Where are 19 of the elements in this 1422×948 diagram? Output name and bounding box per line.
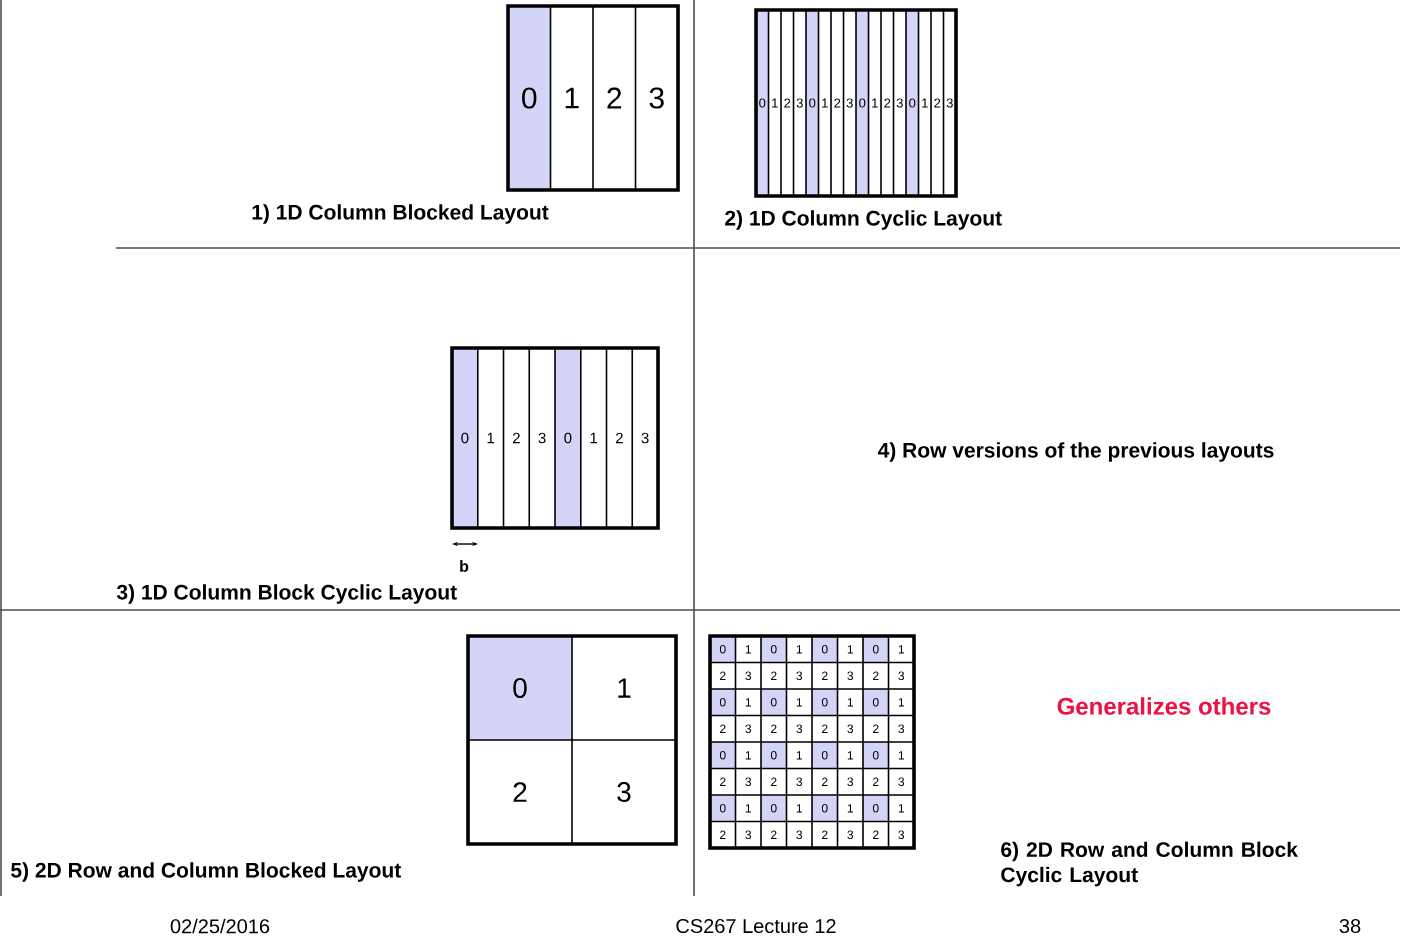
panel-caption: 4) Row versions of the previous layouts	[877, 442, 1274, 462]
cell-number: 0	[513, 678, 527, 698]
cell-number: 3	[617, 782, 631, 802]
panel-caption: 3) 1D Column Block Cyclic Layout	[116, 584, 457, 604]
panel-caption: 2) 1D Column Cyclic Layout	[725, 210, 1002, 230]
cell-number: 1	[565, 87, 579, 109]
panel-caption: 5) 2D Row and Column Blocked Layout	[11, 862, 401, 882]
cell-number: 2	[513, 782, 527, 802]
footer-date: 02/25/2016	[170, 918, 270, 934]
cell-number: 1	[618, 678, 631, 698]
page-number: 38	[1339, 918, 1361, 934]
cell-number: 0	[522, 87, 537, 109]
cell-number: 3	[649, 87, 664, 109]
footer-title: CS267 Lecture 12	[676, 918, 836, 934]
panel-caption: 1) 1D Column Blocked Layout	[252, 204, 549, 224]
panel-caption: 6) 2D Row and Column Block Cyclic Layout	[1001, 841, 1298, 887]
highlight-note: Generalizes others	[1057, 697, 1271, 715]
cell-number: 2	[607, 87, 622, 109]
dimension-label: b	[460, 560, 469, 572]
